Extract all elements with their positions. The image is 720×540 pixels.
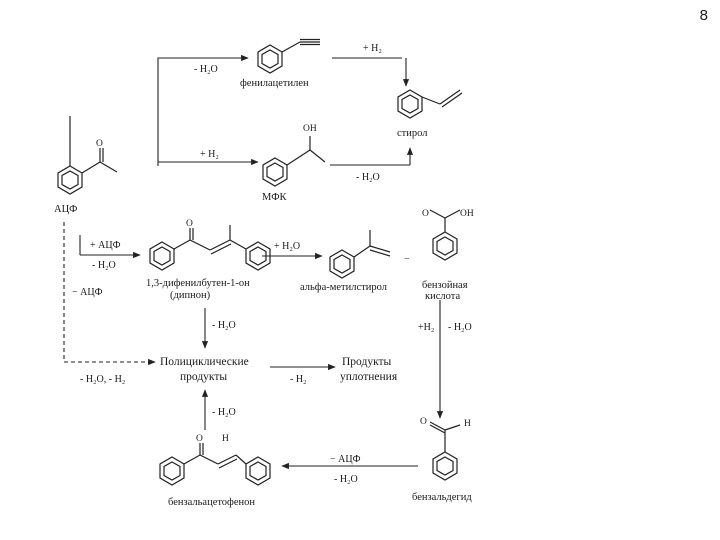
cond-minus-h2o-apf: - H₂O	[92, 260, 116, 271]
label-phenylacetylene: фенилацетилен	[240, 78, 309, 89]
label-benzalacetophenone: бензальацетофенон	[168, 497, 255, 508]
slide-number: 8	[700, 7, 708, 24]
label-styrene: стирол	[397, 128, 427, 139]
benzoic-acid-molecule	[429, 209, 461, 261]
label-polycyclic: Полициклические	[160, 356, 249, 368]
atom-o-apf: O	[96, 139, 103, 149]
alpha-methylstyrene-molecule	[329, 230, 391, 279]
label-benzaldehyde: бензальдегид	[412, 492, 472, 503]
atom-o-acid: O	[422, 209, 429, 219]
apf-molecule	[57, 116, 118, 195]
cond-plus-apf: + АЦФ	[90, 240, 121, 251]
label-apf: АЦФ	[54, 204, 77, 215]
phenylacetylene-molecule	[257, 38, 320, 74]
atom-h-bzap: H	[222, 434, 229, 444]
label-benzoic-acid-2: кислота	[425, 291, 460, 302]
cond-minus-h2o-top: - H₂O	[194, 64, 218, 75]
cond-plus-h2-top: + H₂	[363, 43, 382, 54]
cond-plus-h2o: + H₂O	[274, 241, 300, 252]
atom-o-bzap: O	[196, 434, 203, 444]
dypnone-molecule	[149, 225, 271, 271]
label-condensation-2: уплотнения	[340, 371, 398, 383]
cond-plus-h2-mid: + H₂	[200, 149, 219, 160]
benzalacetophenone-molecule	[159, 443, 271, 486]
atom-oh-acid: OH	[460, 209, 474, 219]
label-polycyclic-2: продукты	[180, 371, 227, 383]
label-alpha-methylstyrene: альфа-метилстирол	[300, 282, 387, 293]
cond-minus-h2o-acid: - H₂O	[448, 322, 472, 333]
cond-plus-h2-acid: +H₂	[418, 322, 434, 333]
atom-oh-mfk: OH	[303, 124, 317, 134]
atom-h-aldehyde: H	[464, 419, 471, 429]
styrene-molecule	[397, 89, 463, 119]
cond-minus-h2-polycyclic: - H₂	[290, 374, 307, 385]
cond-minus-h2o-bottom: - H₂O	[334, 474, 358, 485]
cond-minus-apf-bottom: − АЦФ	[330, 454, 361, 465]
label-dypnone: 1,3-дифенилбутен-1-он	[146, 278, 250, 289]
label-dypnone-alt: (дипнон)	[170, 290, 211, 301]
cond-minus-h2o-h2: - H₂O, - H₂	[80, 374, 125, 385]
atom-o-dypnone: O	[186, 219, 193, 229]
label-mfk: МФК	[262, 192, 287, 203]
cond-minus: −	[404, 254, 410, 265]
label-benzoic-acid: бензойная	[422, 280, 468, 291]
mfk-molecule	[262, 136, 326, 187]
pathway-top	[157, 54, 414, 166]
benzaldehyde-molecule	[429, 421, 461, 481]
cond-minus-h2o-dypnone: - H₂O	[212, 320, 236, 331]
cond-minus-h2o-bzap: - H₂O	[212, 407, 236, 418]
atom-o-aldehyde: O	[420, 417, 427, 427]
pathway-left	[63, 222, 323, 366]
cond-minus-h2o-mfk: - H₂O	[356, 172, 380, 183]
label-condensation: Продукты	[342, 356, 392, 368]
cond-minus-apf: − АЦФ	[72, 287, 103, 298]
